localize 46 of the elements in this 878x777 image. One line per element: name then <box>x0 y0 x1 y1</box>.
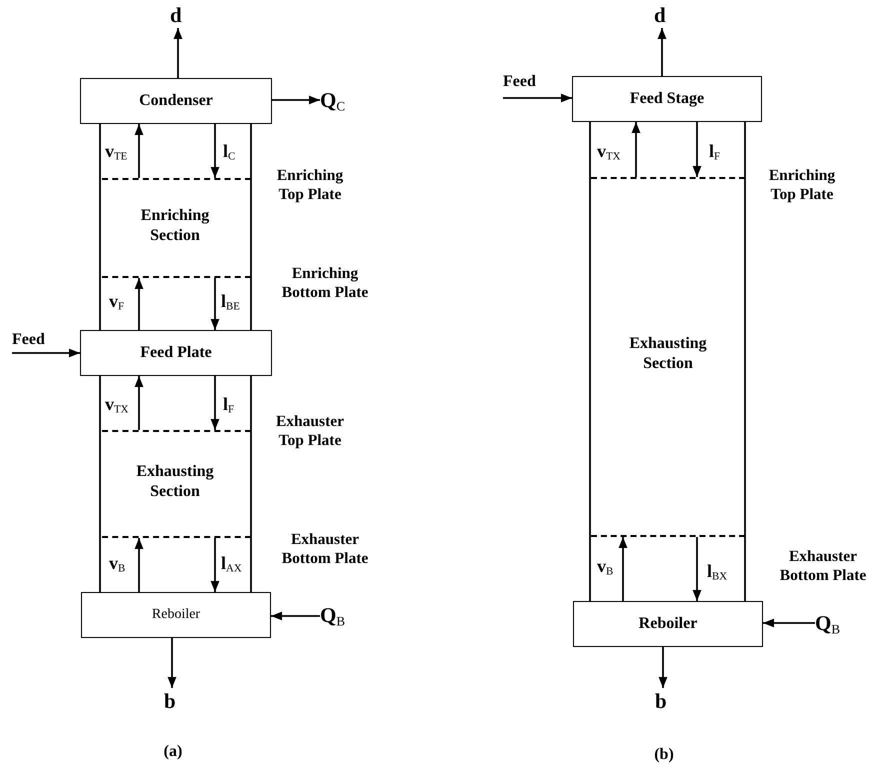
unit-box: Reboiler <box>573 601 763 647</box>
plate-label: Enriching Bottom Plate <box>280 264 370 302</box>
section-label: Exhausting Section <box>135 462 215 502</box>
arrow <box>168 638 176 688</box>
arrow <box>763 618 815 628</box>
stream-label: Q$_{B}$ <box>815 610 859 638</box>
stream-label: d <box>654 2 672 28</box>
arrow <box>210 278 220 330</box>
arrow <box>503 94 572 102</box>
stream-label: Q$_{C}$ <box>320 87 364 115</box>
arrow <box>692 537 702 601</box>
arrow <box>174 28 182 78</box>
arrow <box>210 538 220 592</box>
arrow <box>658 28 666 76</box>
plate-label: Exhauster Bottom Plate <box>280 530 370 568</box>
arrow <box>632 122 640 177</box>
unit-box: Feed Stage <box>572 76 762 122</box>
stream-label: Feed <box>12 330 52 350</box>
plate-label: Exhauster Top Plate <box>274 412 346 450</box>
arrow <box>692 122 702 177</box>
stream-label: b <box>655 688 673 714</box>
plate-label: Enriching Top Plate <box>768 166 836 204</box>
unit-box: Feed Plate <box>80 330 272 376</box>
section-label: Exhausting Section <box>628 334 708 374</box>
arrow <box>271 612 320 620</box>
arrow <box>618 537 628 601</box>
unit-box: Reboiler <box>81 592 271 638</box>
arrow <box>12 348 80 358</box>
stream-label: d <box>170 2 188 28</box>
arrow <box>210 376 220 430</box>
arrow <box>134 538 144 592</box>
plate-label: Enriching Top Plate <box>276 166 344 204</box>
stream-label: b <box>164 688 182 714</box>
arrow <box>134 278 144 330</box>
arrow <box>210 124 220 178</box>
plate-label: Exhauster Bottom Plate <box>778 547 868 585</box>
stream-label: Feed <box>503 72 543 92</box>
section-label: Enriching Section <box>140 206 210 246</box>
stream-label: Q$_{B}$ <box>320 602 364 630</box>
arrow <box>272 96 320 104</box>
arrow <box>658 647 668 688</box>
section-label: (b) <box>653 745 675 765</box>
arrow <box>134 124 144 178</box>
arrow <box>134 376 144 430</box>
unit-box: Condenser <box>80 78 272 124</box>
section-label: (a) <box>162 742 184 762</box>
